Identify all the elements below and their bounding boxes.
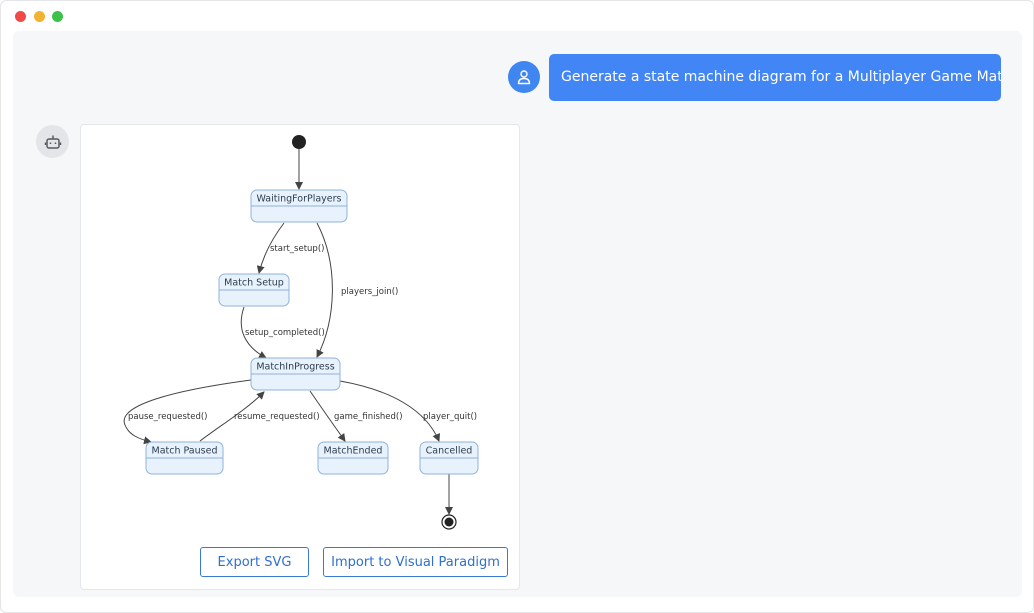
state-match-in-progress: MatchInProgress (250, 357, 341, 391)
final-state (441, 514, 457, 530)
user-avatar (508, 61, 540, 93)
edge-label-start-setup: start_setup() (270, 244, 324, 254)
minimize-window-button[interactable] (34, 11, 45, 22)
import-visual-paradigm-button[interactable]: Import to Visual Paradigm (323, 547, 508, 577)
state-label-waiting: WaitingForPlayers (256, 194, 341, 205)
maximize-window-button[interactable] (52, 11, 63, 22)
bot-avatar (36, 125, 69, 158)
export-svg-button[interactable]: Export SVG (200, 547, 309, 577)
state-label-in-progress: MatchInProgress (256, 362, 334, 373)
edge-setup-completed (240, 306, 267, 359)
state-cancelled: Cancelled (419, 441, 479, 475)
edge-label-game-finished: game_finished() (334, 412, 403, 422)
edge-label-player-quit: player_quit() (423, 412, 477, 422)
user-icon (517, 70, 531, 85)
edge-label-players-join: players_join() (341, 287, 398, 297)
edge-label-pause-requested: pause_requested() (128, 412, 207, 422)
state-label-ended: MatchEnded (324, 446, 383, 457)
edge-label-setup-completed: setup_completed() (245, 328, 325, 338)
edge-game-finished (309, 390, 346, 442)
edge-start-setup (256, 222, 285, 274)
state-match-paused: Match Paused (145, 441, 224, 475)
edge-players-join (316, 222, 333, 358)
state-label-paused: Match Paused (152, 446, 218, 457)
robot-icon (44, 135, 61, 149)
chat-area: Generate a state machine diagram for a M… (13, 31, 1022, 597)
state-diagram-card: start_setup() players_join() setup_compl… (80, 124, 520, 590)
state-waiting-for-players: WaitingForPlayers (250, 189, 348, 223)
edge-resume-requested (199, 391, 265, 442)
state-match-ended: MatchEnded (317, 441, 389, 475)
edge-label-resume-requested: resume_requested() (234, 412, 320, 422)
edge-player-quit (339, 380, 440, 442)
state-match-setup: Match Setup (218, 273, 290, 307)
user-message-bubble: Generate a state machine diagram for a M… (549, 54, 1001, 101)
state-machine-diagram: start_setup() players_join() setup_compl… (123, 135, 479, 530)
state-label-cancelled: Cancelled (426, 446, 473, 457)
initial-state (292, 135, 306, 149)
state-label-setup: Match Setup (224, 278, 284, 289)
edge-pause-requested (123, 379, 252, 445)
close-window-button[interactable] (15, 11, 26, 22)
